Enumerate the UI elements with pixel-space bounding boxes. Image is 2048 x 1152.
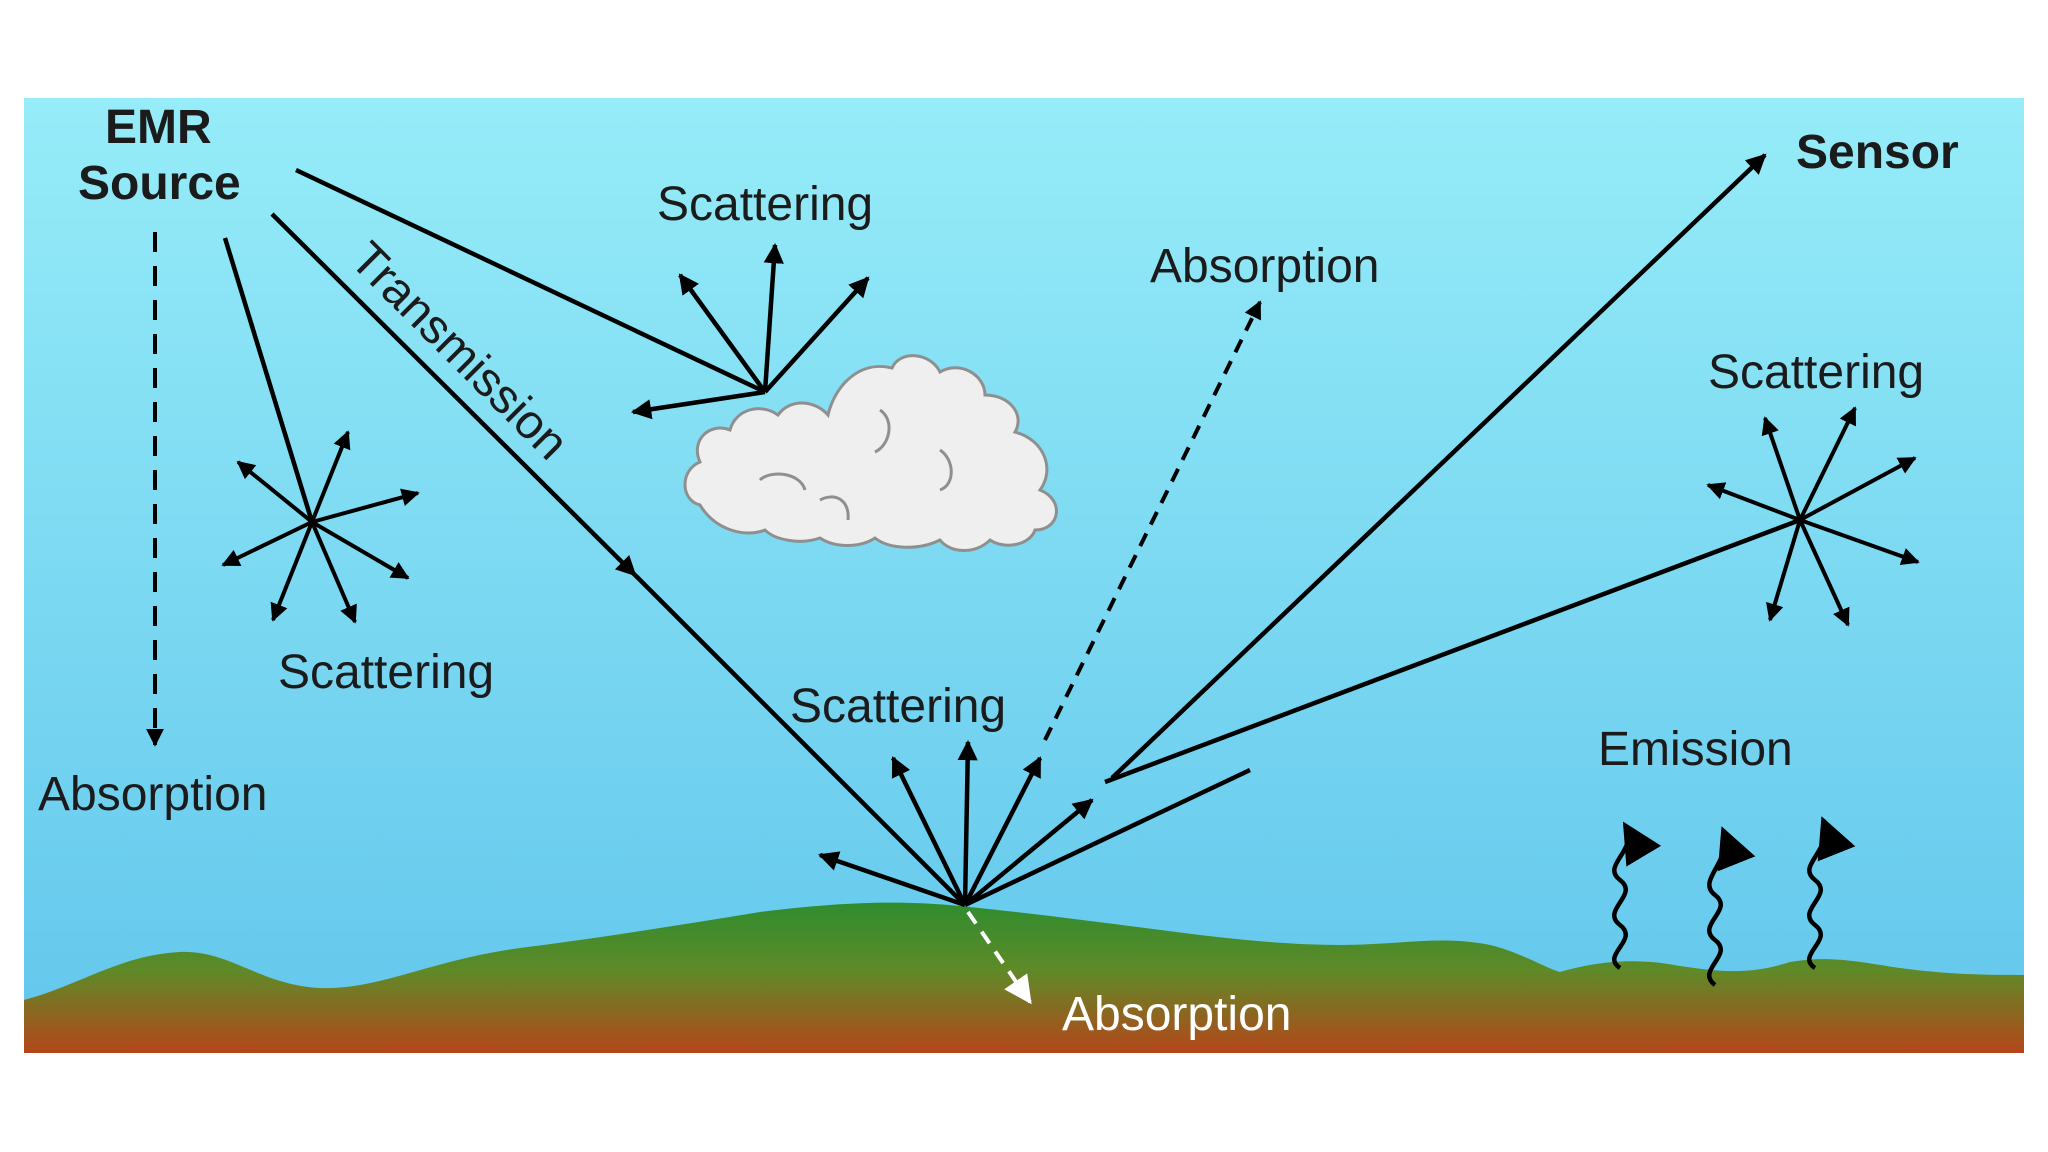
ray-to-sensor	[1110, 153, 1767, 780]
cloud	[683, 354, 1058, 552]
left-scatter-arrows	[221, 430, 420, 624]
emission-label: Emission	[1598, 723, 1793, 776]
sensor-label: Sensor	[1796, 126, 1959, 179]
cloud-scatter-arrows	[630, 242, 870, 420]
ray-to-right-scatter	[1104, 517, 1801, 785]
ray-to-cloud	[295, 167, 766, 395]
emission-arrows	[1612, 816, 1856, 987]
transmission-ray-lower	[633, 573, 967, 907]
ground-to-right-ray	[964, 767, 1251, 908]
right-scatter-arrows	[1706, 406, 1920, 627]
absorption-ground-label: Absorption	[1062, 988, 1291, 1041]
absorption-upper-label: Absorption	[1150, 240, 1379, 293]
ray-to-left-scatter	[222, 237, 315, 523]
absorption-left-label: Absorption	[38, 768, 267, 821]
scattering-right-label: Scattering	[1708, 346, 1924, 399]
transmission-ray	[270, 212, 637, 577]
emr-source-label-line2: Source	[78, 157, 241, 210]
scattering-ground-label: Scattering	[790, 680, 1006, 733]
scattering-left-label: Scattering	[278, 646, 494, 699]
ground-scatter-arrows	[818, 739, 1094, 908]
absorption-ground-dashed	[966, 910, 1032, 1005]
sky-background	[24, 98, 2024, 1053]
absorption-upper-dashed	[1043, 300, 1262, 741]
emr-source-label-line1: EMR	[105, 101, 212, 154]
scattering-cloud-label: Scattering	[657, 178, 873, 231]
